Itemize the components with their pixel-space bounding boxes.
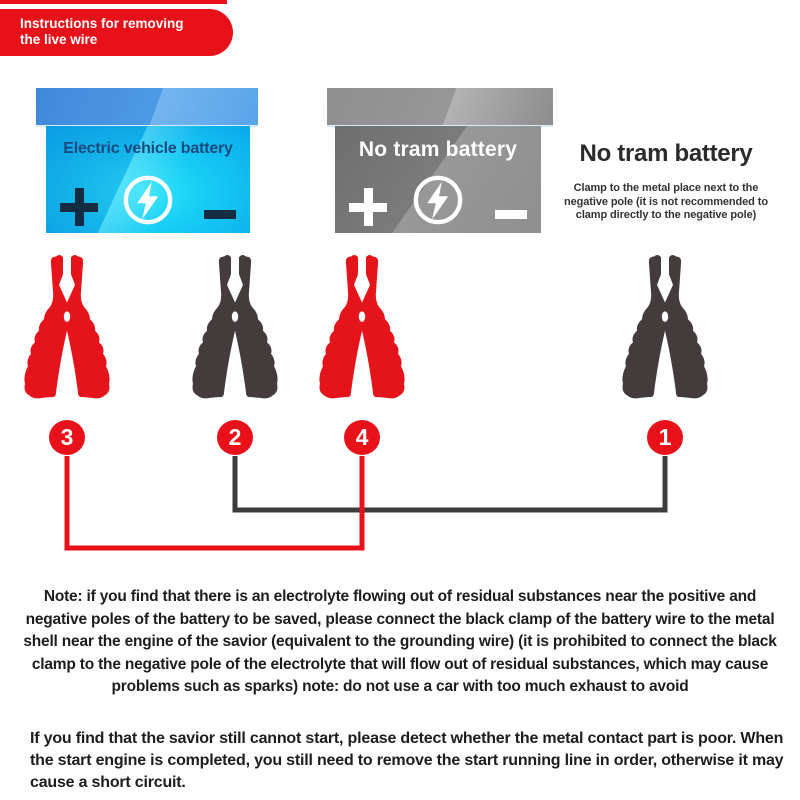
no-tram-battery-lid bbox=[327, 88, 553, 127]
step-badge-3: 3 bbox=[49, 420, 85, 455]
side-note-title: No tram battery bbox=[579, 140, 753, 167]
side-note-body: Clamp to the metal place next to the neg… bbox=[564, 182, 768, 221]
lightning-bolt-icon bbox=[411, 173, 465, 227]
negative-terminal-symbol bbox=[204, 210, 236, 219]
note-paragraph-1: Note: if you find that there is an elect… bbox=[23, 588, 777, 695]
step-badge-2: 2 bbox=[217, 420, 253, 455]
red-clamp-3 bbox=[17, 253, 117, 405]
positive-terminal-symbol bbox=[349, 188, 387, 226]
red-clamp-4 bbox=[312, 253, 412, 405]
note-paragraph-2: If you find that the savior still cannot… bbox=[30, 730, 784, 791]
positive-terminal-symbol bbox=[60, 188, 98, 226]
ev-battery-lid bbox=[36, 88, 258, 127]
ev-battery-label: Electric vehicle battery bbox=[63, 140, 233, 157]
negative-terminal-symbol bbox=[495, 210, 527, 219]
ribbon-title: Instructions for removing the live wire bbox=[20, 16, 184, 47]
no-tram-battery-label: No tram battery bbox=[358, 138, 518, 161]
red-wire bbox=[64, 456, 365, 551]
title-ribbon: Instructions for removing the live wire bbox=[0, 9, 233, 56]
ev-battery: Electric vehicle battery bbox=[46, 126, 250, 233]
no-tram-battery: No tram battery bbox=[335, 126, 541, 233]
step-badge-1: 1 bbox=[647, 420, 683, 455]
step-badge-4: 4 bbox=[344, 420, 380, 455]
black-wire bbox=[232, 456, 668, 513]
black-clamp-1 bbox=[615, 253, 715, 405]
black-clamp-2 bbox=[185, 253, 285, 405]
top-accent-line bbox=[0, 0, 227, 4]
lightning-bolt-icon bbox=[121, 173, 175, 227]
